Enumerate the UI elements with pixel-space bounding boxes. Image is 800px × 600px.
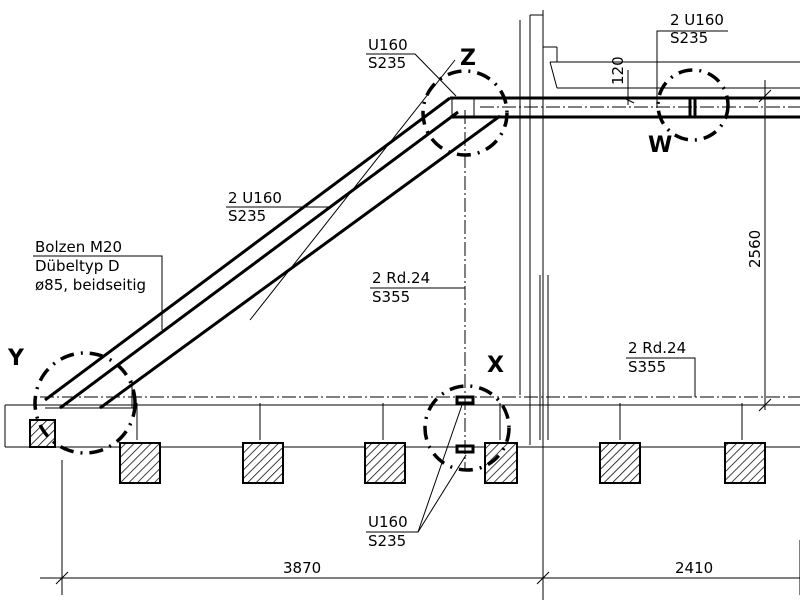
svg-text:S235: S235 xyxy=(670,29,708,47)
svg-text:Bolzen M20: Bolzen M20 xyxy=(35,238,122,256)
detail-label-w: W xyxy=(648,133,672,158)
detail-label-x: X xyxy=(487,353,504,378)
top-beam xyxy=(450,61,800,119)
base-bolts xyxy=(136,403,743,440)
svg-text:2 U160: 2 U160 xyxy=(228,189,282,207)
callout-tie-vertical: 2 Rd.24 S355 xyxy=(370,269,465,306)
sleeper xyxy=(119,442,161,484)
sleeper xyxy=(599,442,641,484)
svg-text:ø85, beidseitig: ø85, beidseitig xyxy=(35,276,146,294)
detail-circle-x xyxy=(423,384,511,472)
dimension-offset: 120 xyxy=(609,56,627,85)
detail-label-z: Z xyxy=(460,46,476,71)
x-plate xyxy=(455,444,475,454)
callout-top-connection: U160 S235 xyxy=(366,36,457,97)
svg-text:Dübeltyp D: Dübeltyp D xyxy=(35,257,120,275)
svg-text:U160: U160 xyxy=(368,513,408,531)
detail-circle-z xyxy=(421,69,509,157)
svg-text:S355: S355 xyxy=(628,358,666,376)
svg-text:S355: S355 xyxy=(372,288,410,306)
svg-text:U160: U160 xyxy=(368,36,408,54)
x-plate xyxy=(455,395,475,405)
callout-bottom-connection: U160 S235 xyxy=(366,404,467,550)
svg-text:S235: S235 xyxy=(368,532,406,550)
callout-bolt: Bolzen M20 Dübeltyp D ø85, beidseitig xyxy=(33,238,163,330)
svg-text:2 Rd.24: 2 Rd.24 xyxy=(372,269,430,287)
diagonal-strut xyxy=(44,59,501,410)
callout-top-beam: 2 U160 S235 xyxy=(656,11,728,108)
dimension-horizontal: 3870 2410 xyxy=(40,460,800,595)
svg-text:2 U160: 2 U160 xyxy=(670,11,724,29)
svg-text:S235: S235 xyxy=(368,54,406,72)
dimension-height: 2560 xyxy=(746,230,764,268)
svg-text:S235: S235 xyxy=(228,207,266,225)
base-beam xyxy=(4,396,800,448)
sleeper xyxy=(364,442,406,484)
dimension-right-span: 2410 xyxy=(675,559,713,577)
sleeper xyxy=(29,419,56,448)
detail-label-y: Y xyxy=(7,346,25,371)
sleeper xyxy=(724,442,766,484)
sleepers xyxy=(29,419,766,484)
sleeper xyxy=(242,442,284,484)
detail-circle-y xyxy=(33,351,137,455)
column xyxy=(519,10,558,600)
callout-tie-horizontal: 2 Rd.24 S355 xyxy=(626,339,696,397)
dimension-left-span: 3870 xyxy=(283,559,321,577)
detail-circle-w xyxy=(656,68,730,142)
svg-text:2 Rd.24: 2 Rd.24 xyxy=(628,339,686,357)
dimension-vertical: 2560 120 xyxy=(609,56,772,412)
callout-diagonal: 2 U160 S235 xyxy=(226,189,330,225)
